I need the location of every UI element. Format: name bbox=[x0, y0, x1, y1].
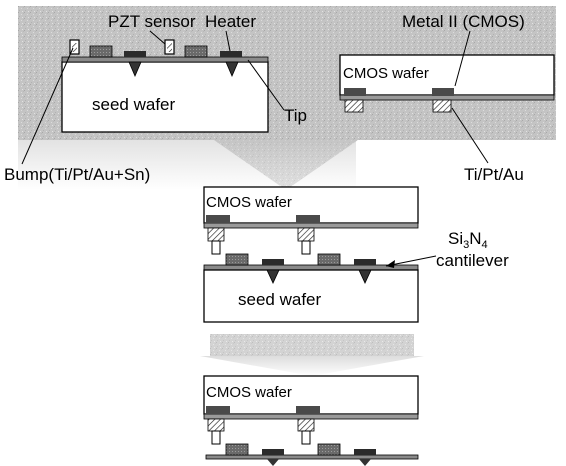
ti-pt-au-label: Ti/Pt/Au bbox=[464, 165, 524, 184]
cmos-wafer-label-bottom: CMOS wafer bbox=[206, 384, 292, 401]
bonded-stack-middle: CMOS wafer seed wafer bbox=[204, 187, 418, 322]
si3n4-label: Si3N4 bbox=[448, 229, 488, 251]
tip-label: Tip bbox=[284, 106, 307, 125]
cmos-wafer-label-mid: CMOS wafer bbox=[206, 194, 292, 211]
cmos-wafer-label-top: CMOS wafer bbox=[343, 65, 429, 82]
transition-band bbox=[200, 334, 424, 376]
heater-2 bbox=[220, 51, 242, 57]
seed-wafer-label-mid: seed wafer bbox=[238, 290, 321, 309]
seed-wafer-label-top: seed wafer bbox=[92, 95, 175, 114]
titanium-stack-1 bbox=[345, 100, 363, 112]
si3n4-cantilever-annotation: Si3N4 cantilever bbox=[386, 229, 509, 270]
seed-wafer-assembly-top: seed wafer bbox=[62, 40, 268, 132]
pzt-sensor-2 bbox=[185, 46, 207, 57]
bump-label: Bump(Ti/Pt/Au+Sn) bbox=[4, 165, 150, 184]
heater-1 bbox=[124, 51, 146, 57]
metal-ii-label: Metal II (CMOS) bbox=[402, 12, 525, 31]
released-stack-bottom: CMOS wafer bbox=[204, 376, 418, 466]
nitride-layer-top bbox=[62, 57, 268, 62]
pzt-sensor-1 bbox=[90, 46, 112, 57]
cantilever-label: cantilever bbox=[436, 251, 509, 270]
pzt-sensor-label: PZT sensor bbox=[108, 12, 196, 31]
metal-pad-2 bbox=[432, 88, 454, 96]
titanium-stack-2 bbox=[433, 100, 451, 112]
metal-pad-1 bbox=[344, 88, 366, 96]
heater-label: Heater bbox=[205, 12, 256, 31]
